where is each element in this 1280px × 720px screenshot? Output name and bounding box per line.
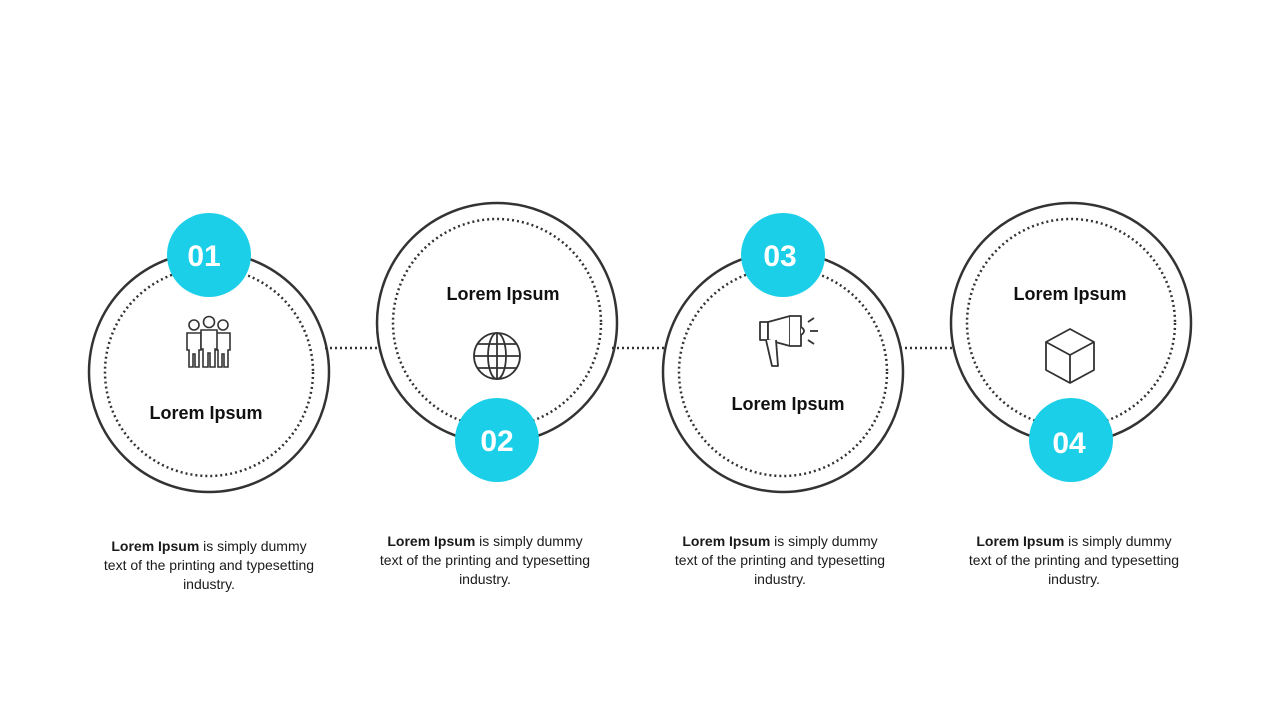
step-3-description-text: is simply dummy text of the printing and… — [674, 533, 886, 587]
step-3-dotted-circle — [677, 266, 889, 478]
step-2-description-bold: Lorem Ipsum — [387, 533, 476, 549]
step-3: 03 Lorem Ipsum — [661, 213, 905, 494]
step-4-number: 04 — [1052, 427, 1086, 460]
step-1-description: Lorem Ipsum is simply dummy text of the … — [99, 537, 319, 594]
cube-icon — [1045, 328, 1095, 384]
step-1-dotted-circle — [103, 266, 315, 478]
step-1-description-text: is simply dummy text of the printing and… — [103, 538, 315, 592]
step-4-dotted-circle — [965, 217, 1177, 429]
step-3-number-badge — [741, 213, 825, 297]
step-1: 01 Lorem Ipsum — [87, 213, 331, 494]
step-4-description: Lorem Ipsum is simply dummy text of the … — [964, 532, 1184, 589]
globe-icon — [473, 332, 521, 380]
megaphone-icon — [759, 315, 818, 367]
step-3-description-bold: Lorem Ipsum — [682, 533, 771, 549]
step-2-number: 02 — [480, 425, 513, 458]
step-2-dotted-circle — [391, 217, 603, 429]
step-4-description-text: is simply dummy text of the printing and… — [968, 533, 1180, 587]
step-3-title: Lorem Ipsum — [731, 394, 844, 414]
step-4-title: Lorem Ipsum — [1013, 284, 1126, 304]
step-3-number: 03 — [763, 240, 796, 273]
step-2-description-text: is simply dummy text of the printing and… — [379, 533, 591, 587]
step-2: 02 Lorem Ipsum — [375, 201, 619, 482]
step-4-description-bold: Lorem Ipsum — [976, 533, 1065, 549]
step-3-description: Lorem Ipsum is simply dummy text of the … — [670, 532, 890, 589]
step-2-number-badge — [455, 398, 539, 482]
step-2-title: Lorem Ipsum — [446, 284, 559, 304]
step-1-description-bold: Lorem Ipsum — [111, 538, 200, 554]
step-1-number-badge — [167, 213, 251, 297]
step-4-number-badge — [1029, 398, 1113, 482]
step-1-title: Lorem Ipsum — [149, 403, 262, 423]
step-4: 04 Lorem Ipsum — [949, 201, 1193, 482]
step-2-description: Lorem Ipsum is simply dummy text of the … — [375, 532, 595, 589]
people-icon — [186, 315, 231, 368]
step-1-number: 01 — [187, 240, 220, 273]
